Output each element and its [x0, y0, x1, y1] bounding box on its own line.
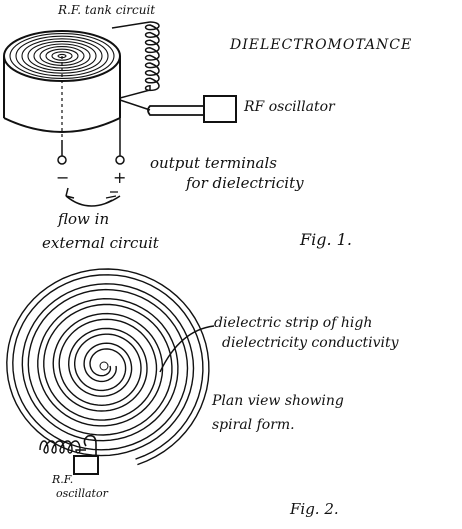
terminal-left-sign: − — [56, 168, 70, 187]
tank-lead-down — [119, 89, 151, 99]
plan-osc-label-line2: oscillator — [56, 487, 108, 500]
oscillator-label: RF oscillator — [244, 99, 335, 115]
diagram-title: DIELECTROMOTANCE — [230, 37, 413, 53]
strip-leader — [159, 325, 215, 373]
flow-arrowhead — [65, 187, 75, 199]
spiral-center — [99, 361, 109, 371]
oscillator-plug — [147, 105, 205, 116]
output-label-line1: output terminals — [150, 154, 277, 172]
terminal-right — [115, 155, 125, 165]
plan-osc-plug — [83, 434, 97, 456]
fig2-caption: Fig. 2. — [290, 500, 339, 518]
terminal-left — [57, 155, 67, 165]
strip-label-line1: dielectric strip of high — [214, 315, 373, 331]
cylinder-top-spiral — [9, 33, 115, 79]
tank-inductor — [144, 21, 160, 92]
output-label-line2: for dielectricity — [186, 174, 304, 192]
plan-label-line2: spiral form. — [212, 417, 295, 433]
flow-label-line1: flow in — [58, 210, 110, 228]
tank-lead-top — [111, 21, 151, 29]
flow-label-line2: external circuit — [42, 234, 159, 252]
plan-osc-label-line1: R.F. — [52, 473, 74, 486]
plan-spiral — [6, 268, 210, 466]
strip-label-line2: dielectricity conductivity — [222, 335, 399, 351]
fig1-caption: Fig. 1. — [300, 230, 352, 249]
oscillator-lead — [119, 99, 151, 111]
tank-circuit-label: R.F. tank circuit — [58, 3, 156, 17]
flow-arrow — [65, 195, 121, 207]
terminal-right-sign: + — [113, 168, 127, 187]
plan-osc-box — [73, 455, 99, 475]
oscillator-box — [203, 95, 237, 123]
plan-label-line1: Plan view showing — [212, 393, 344, 409]
plan-inductor — [39, 440, 86, 454]
flow-feather — [103, 191, 118, 205]
